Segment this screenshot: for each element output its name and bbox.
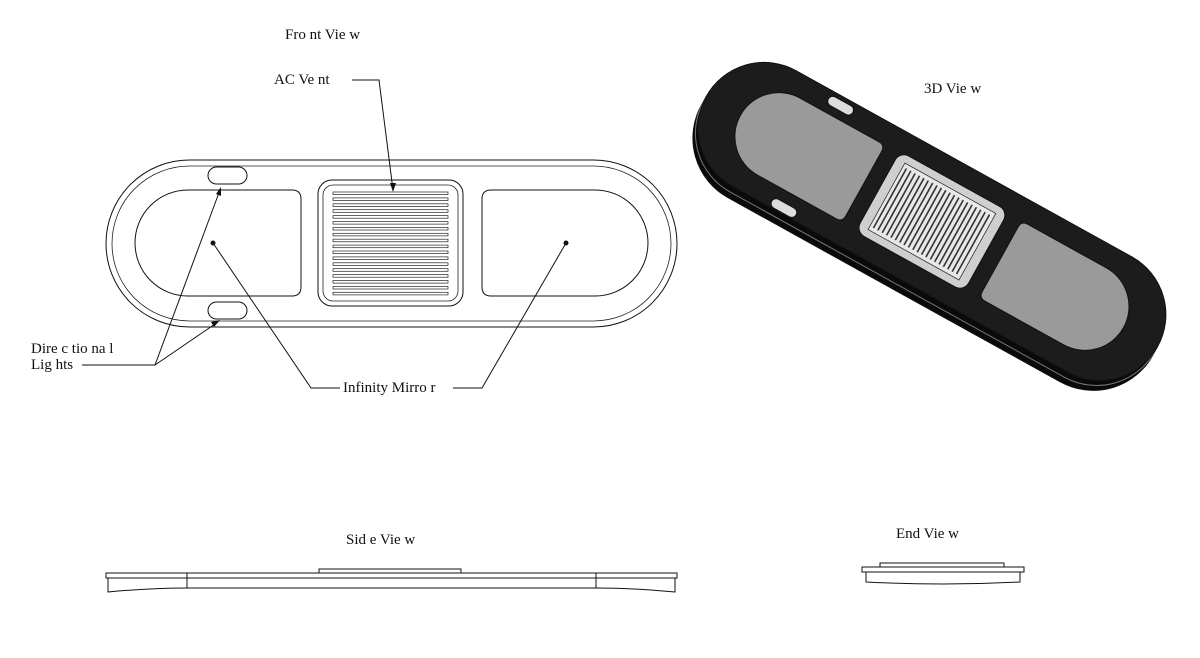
left-mirror-panel [134, 189, 302, 297]
vent-slat [332, 291, 449, 296]
side-raised-vent [318, 568, 462, 574]
3d-vent-slat [881, 172, 916, 234]
three-d-view [692, 61, 1167, 391]
3d-vent-slat [951, 211, 986, 272]
three-d-view-title: 3D Vie w [924, 81, 982, 97]
directional-lights-label-line2: Lig hts [31, 357, 74, 373]
3d-vent-slat [929, 199, 964, 260]
3d-vent-slat [872, 168, 908, 229]
ac-vent-label: AC Ve nt [274, 72, 330, 88]
ac-vent-slats [332, 191, 449, 296]
right-mirror-panel [481, 189, 649, 297]
side-top-plate [105, 572, 678, 579]
end-top-plate [861, 566, 1025, 573]
3d-vent-slat [903, 185, 938, 246]
3d-vent-slat [925, 197, 960, 258]
vent-slat [332, 215, 449, 219]
side-view [105, 568, 678, 593]
3d-vent-slat [942, 206, 978, 268]
vent-slat [332, 191, 449, 195]
3d-right-mirror [980, 222, 1130, 351]
3d-vent-slat [894, 180, 930, 241]
infinity-mirror-label: Infinity Mirro r [343, 380, 436, 396]
vent-slat [332, 209, 449, 213]
3d-vent-slat [885, 175, 921, 236]
vent-slat [332, 256, 449, 260]
ac-vent-leader [352, 79, 394, 191]
3d-vent-slat [899, 182, 934, 243]
vent-slat [332, 221, 449, 225]
front-outer-body [105, 159, 678, 328]
ac-vent-frame [317, 179, 464, 307]
vent-slat [332, 268, 449, 272]
vent-slat [332, 238, 449, 243]
vent-slat [332, 203, 449, 207]
directional-lights-label-line1: Dire c tio na l [31, 341, 114, 357]
3d-vent-slat [947, 209, 982, 270]
end-raised-vent [879, 562, 1005, 568]
3d-vent-slat [877, 170, 912, 231]
3d-vent-slats [872, 168, 991, 275]
side-body [107, 578, 676, 593]
vent-slat [332, 262, 449, 266]
side-view-title: Sid e Vie w [346, 532, 416, 548]
end-body [865, 572, 1021, 585]
ac-vent-inner-frame [322, 184, 459, 302]
3d-vent-slat [916, 192, 951, 253]
3d-vent-slat [955, 214, 991, 275]
top-directional-light [207, 166, 248, 185]
front-view [82, 79, 678, 389]
infinity-mirror-leader [212, 242, 567, 389]
3d-vent-slat [907, 187, 943, 248]
bottom-light-arrowhead [211, 320, 220, 327]
bottom-directional-light [207, 301, 248, 320]
vent-slat [332, 232, 449, 237]
ac-vent-arrowhead [390, 183, 396, 192]
vent-slat [332, 244, 449, 249]
directional-lights-leader [82, 189, 221, 366]
3d-left-mirror [734, 92, 884, 221]
front-view-title: Fro nt Vie w [285, 27, 361, 43]
front-inner-rim [111, 165, 672, 322]
3d-top-light [827, 95, 854, 116]
vent-slat [332, 197, 449, 201]
vent-slat [332, 227, 449, 231]
3d-vent-slat [938, 204, 973, 265]
vent-slat [332, 250, 449, 254]
3d-vent-slat [920, 194, 956, 256]
3d-bottom-light [770, 198, 798, 218]
top-light-arrowhead [216, 187, 221, 196]
vent-slat [332, 280, 449, 284]
3d-vent-slat [890, 177, 925, 239]
vent-slat [332, 286, 449, 290]
end-view-title: End Vie w [896, 526, 959, 542]
3d-vent-slat [933, 202, 969, 263]
3d-vent-slat [912, 189, 947, 251]
vent-slat [332, 274, 449, 278]
end-view [861, 562, 1025, 585]
